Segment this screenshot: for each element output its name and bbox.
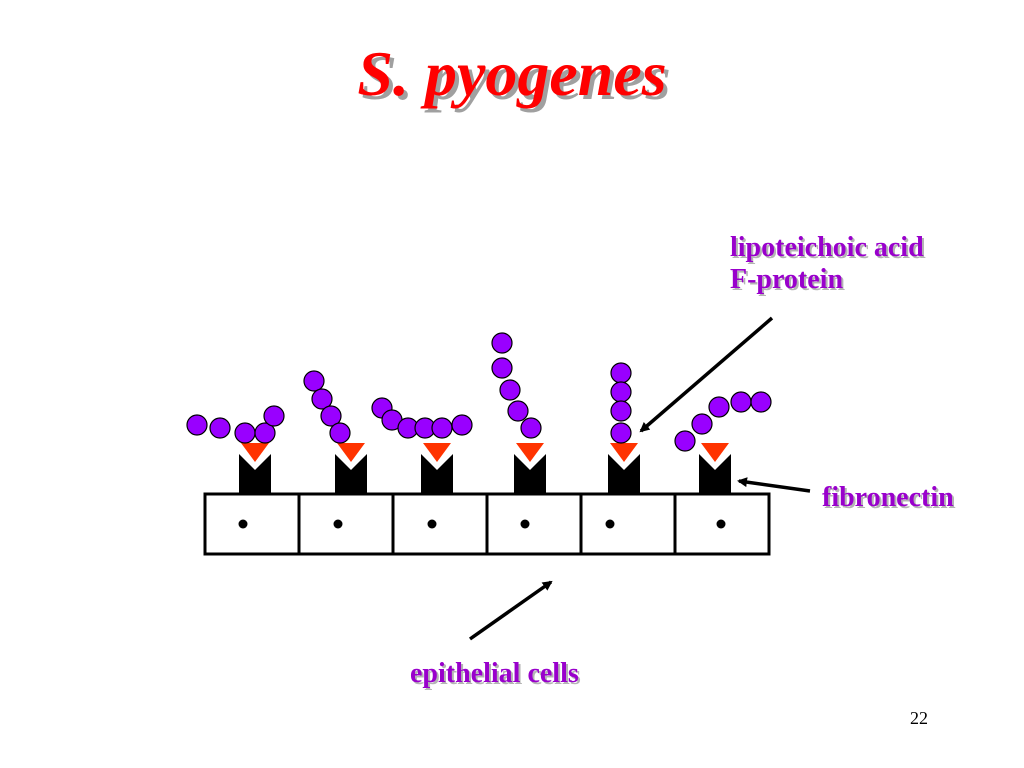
cell-nucleus bbox=[605, 519, 615, 529]
adhesin-triangle bbox=[241, 443, 269, 462]
coccus bbox=[520, 417, 542, 439]
streptococcus-chain bbox=[610, 362, 632, 444]
coccus bbox=[431, 417, 453, 439]
epithelial-cell-row bbox=[203, 492, 771, 556]
coccus bbox=[186, 414, 208, 436]
adhesin-triangle bbox=[610, 443, 638, 462]
bacteria bbox=[186, 332, 772, 452]
epithelial-cells-pointer-arrow bbox=[468, 580, 553, 641]
coccus bbox=[499, 379, 521, 401]
lipoteichoic-acid-pointer-arrow bbox=[639, 316, 774, 433]
fibronectin-receptor bbox=[699, 454, 731, 494]
coccus bbox=[320, 405, 342, 427]
coccus bbox=[610, 422, 632, 444]
cell-nucleus bbox=[427, 519, 437, 529]
epithelial-cell bbox=[579, 492, 677, 556]
slide-title: S. pyogenes bbox=[357, 38, 667, 109]
coccus bbox=[610, 400, 632, 422]
epithelial-cells-label: epithelial cells bbox=[410, 658, 579, 689]
streptococcus-chain bbox=[303, 370, 351, 444]
coccus bbox=[674, 430, 696, 452]
fibronectin-receptor bbox=[421, 454, 453, 494]
coccus bbox=[311, 388, 333, 410]
adhesin-triangle bbox=[423, 443, 451, 462]
coccus bbox=[209, 417, 231, 439]
adhesin-triangle bbox=[701, 443, 729, 462]
coccus bbox=[691, 413, 713, 435]
streptococcus-chain bbox=[491, 332, 542, 439]
cell-nucleus bbox=[520, 519, 530, 529]
coccus bbox=[610, 381, 632, 403]
cell-nucleus bbox=[333, 519, 343, 529]
streptococcus-chain bbox=[186, 405, 285, 444]
lipoteichoic-acid-label: lipoteichoic acid bbox=[730, 232, 924, 263]
coccus bbox=[491, 357, 513, 379]
adhesin-triangle bbox=[337, 443, 365, 462]
coccus bbox=[234, 422, 256, 444]
f-protein-label: F-protein bbox=[730, 264, 844, 296]
epithelial-cell bbox=[297, 492, 395, 556]
cell-nucleus bbox=[238, 519, 248, 529]
coccus bbox=[263, 405, 285, 427]
streptococcus-chain bbox=[674, 391, 772, 452]
coccus bbox=[750, 391, 772, 413]
coccus bbox=[507, 400, 529, 422]
adhesin-triangle bbox=[516, 443, 544, 462]
coccus bbox=[303, 370, 325, 392]
cell-nucleus bbox=[716, 519, 726, 529]
fibronectin-receptor bbox=[239, 454, 271, 494]
epithelial-cell bbox=[391, 492, 489, 556]
fibronectin-receptor bbox=[514, 454, 546, 494]
coccus bbox=[491, 332, 513, 354]
fibronectin-pointer-arrow bbox=[737, 477, 811, 493]
coccus bbox=[610, 362, 632, 384]
fibronectin-receptors bbox=[239, 454, 731, 494]
fibronectin-receptor bbox=[608, 454, 640, 494]
fibronectin-label: fibronectin bbox=[822, 482, 954, 513]
coccus bbox=[451, 414, 473, 436]
fibronectin-receptor bbox=[335, 454, 367, 494]
coccus bbox=[730, 391, 752, 413]
cell-nuclei bbox=[238, 519, 726, 529]
lipoteichoic-acid-label-group: lipoteichoic acid F-protein bbox=[730, 232, 924, 296]
adhesins bbox=[241, 443, 729, 462]
coccus bbox=[254, 422, 276, 444]
coccus bbox=[329, 422, 351, 444]
streptococcus-chain bbox=[371, 397, 473, 439]
epithelial-cell bbox=[485, 492, 583, 556]
epithelial-cell bbox=[203, 492, 301, 556]
coccus bbox=[708, 396, 730, 418]
page-number: 22 bbox=[910, 708, 928, 728]
